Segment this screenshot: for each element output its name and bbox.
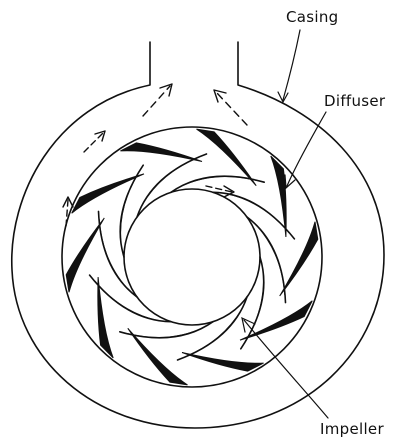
impeller-blade-edge	[182, 176, 256, 185]
diffuser-vane	[182, 353, 264, 372]
diffuser-ring	[62, 127, 322, 387]
diffuser-vane	[98, 277, 113, 358]
impeller-eye	[124, 189, 260, 325]
diffuser-vane	[72, 174, 144, 213]
flow-arrow-upper-left	[84, 131, 105, 152]
diffuser-vane	[240, 301, 312, 340]
flow-arrow-left-lower	[63, 197, 73, 226]
diffuser-vane	[120, 143, 202, 162]
impeller-blade	[247, 217, 286, 303]
diffuser-vanes	[66, 129, 318, 385]
flow-arrow-right	[214, 90, 247, 125]
casing-label: Casing	[286, 8, 338, 26]
impeller-blade-edge	[128, 328, 202, 337]
casing-leader	[278, 30, 300, 102]
flow-arrow-left	[143, 84, 172, 116]
impeller-blade	[137, 154, 207, 217]
diffuser-leader	[285, 112, 326, 188]
impeller-blade	[99, 211, 138, 297]
impeller-label: Impeller	[320, 420, 384, 438]
impeller-blade	[178, 297, 248, 360]
diffuser-vane	[271, 156, 286, 237]
diffuser-label: Diffuser	[324, 92, 385, 110]
